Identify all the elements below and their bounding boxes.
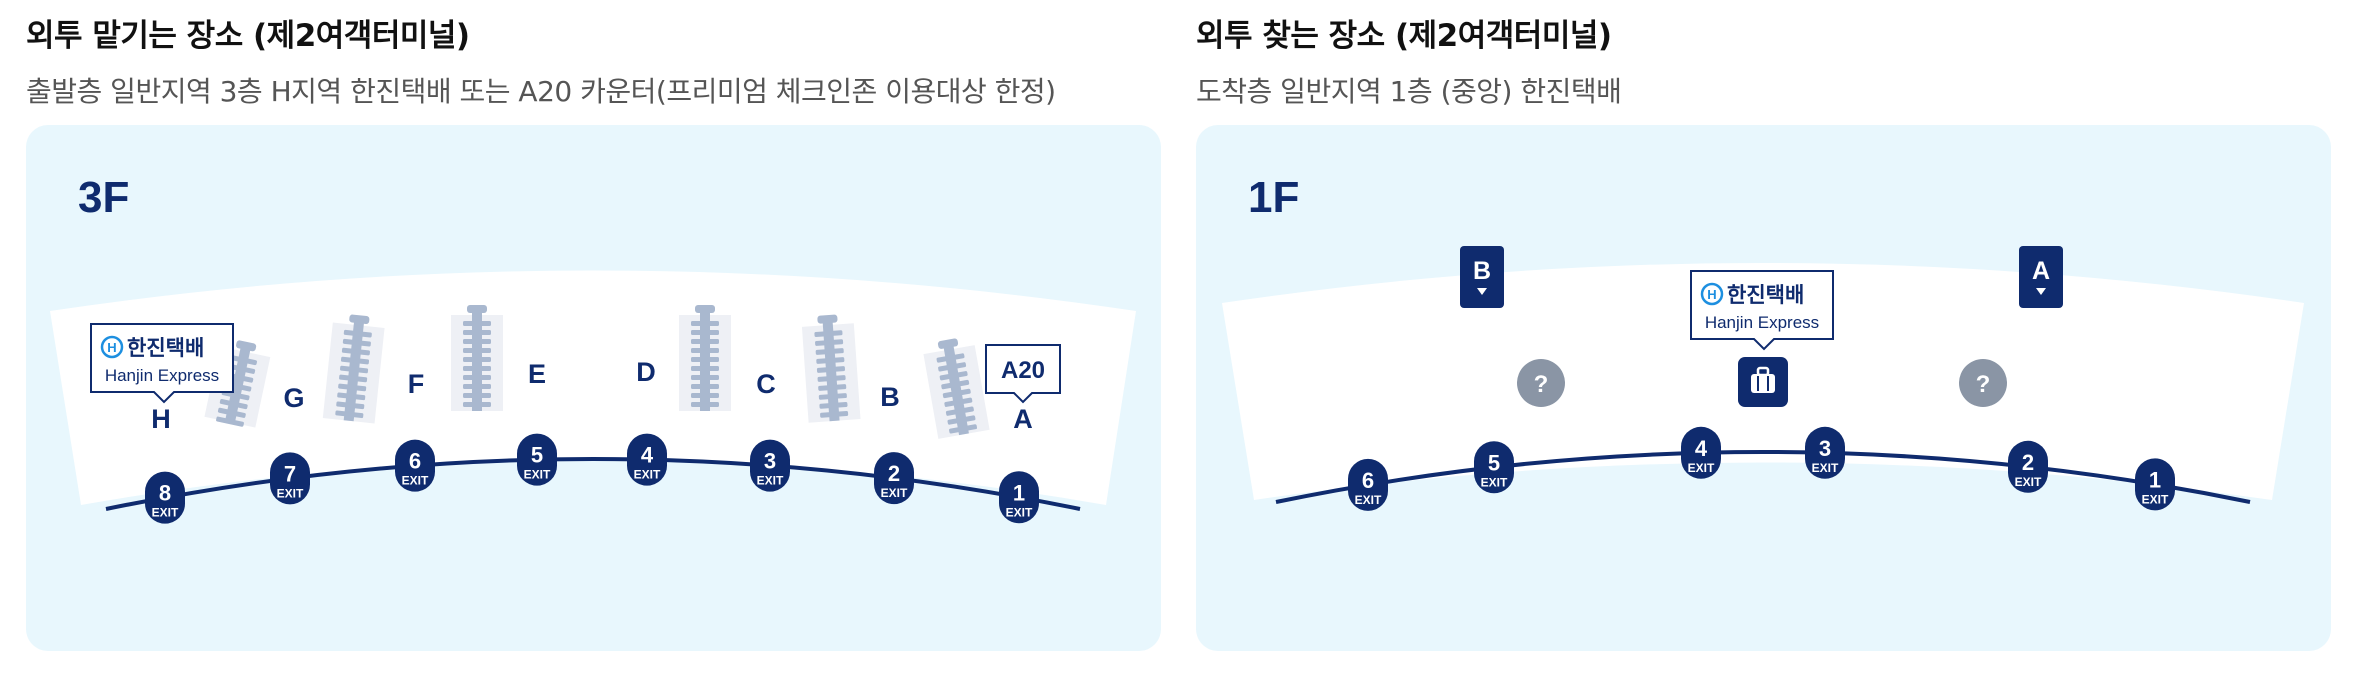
- exit-number: 2: [2022, 450, 2034, 475]
- svg-text:H: H: [1707, 287, 1716, 302]
- baggage-carousel: [322, 314, 385, 424]
- dropoff-section: 외투 맡기는 장소 (제2여객터미널) 출발층 일반지역 3층 H지역 한진택배…: [26, 0, 1161, 682]
- exit-label: EXIT: [524, 468, 551, 482]
- gate-marker[interactable]: B: [1460, 246, 1504, 308]
- luggage-service-marker[interactable]: [1738, 357, 1788, 407]
- baggage-carousel: [451, 305, 503, 411]
- zone-label: H: [151, 404, 171, 434]
- exit-label: EXIT: [881, 486, 908, 500]
- exit-label: EXIT: [634, 468, 661, 482]
- exit-label: EXIT: [757, 474, 784, 488]
- exit-number: 6: [409, 449, 421, 474]
- hanjin-logo-icon: H: [1700, 282, 1724, 306]
- hanjin-callout[interactable]: H 한진택배 Hanjin Express: [1690, 270, 1834, 351]
- floor-area: [50, 270, 1136, 505]
- exit-number: 3: [764, 449, 776, 474]
- zone-label: E: [528, 359, 546, 389]
- exit-label: EXIT: [1812, 461, 1839, 475]
- zone-label: B: [880, 382, 900, 412]
- hanjin-label-en: Hanjin Express: [105, 366, 219, 385]
- gate-label: A: [2032, 257, 2050, 285]
- zone-label: F: [408, 369, 425, 399]
- exit-label: EXIT: [2015, 475, 2042, 489]
- baggage-carousel: [679, 305, 731, 411]
- zone-label: C: [756, 369, 776, 399]
- gate-marker[interactable]: A: [2019, 246, 2063, 308]
- triangle-down-icon: [1477, 288, 1487, 295]
- a20-counter-label: A20: [1001, 357, 1045, 384]
- hanjin-callout[interactable]: H 한진택배 Hanjin Express: [90, 323, 234, 404]
- zone-label: A: [1013, 404, 1033, 434]
- exit-label: EXIT: [1006, 505, 1033, 519]
- exit-label: EXIT: [152, 506, 179, 520]
- carousel-group: [204, 305, 990, 439]
- exit-number: 6: [1362, 468, 1374, 493]
- exit-label: EXIT: [1355, 493, 1382, 507]
- terminal-curve: [1275, 450, 2251, 504]
- exit-number: 2: [888, 461, 900, 486]
- zone-label: D: [636, 357, 656, 387]
- exit-number: 5: [531, 443, 543, 468]
- svg-text:H: H: [107, 340, 116, 355]
- pickup-section: 외투 찾는 장소 (제2여객터미널) 도착층 일반지역 1층 (중앙) 한진택배…: [1196, 0, 2331, 682]
- question-icon: ?: [1534, 371, 1549, 398]
- baggage-carousel: [923, 338, 990, 439]
- exit-number: 1: [2149, 467, 2161, 492]
- pickup-title: 외투 찾는 장소 (제2여객터미널): [1196, 18, 1612, 54]
- exit-number: 3: [1819, 436, 1831, 461]
- baggage-carousel: [801, 314, 861, 423]
- floor-label: 3F: [78, 173, 129, 222]
- terminal-curve: [105, 457, 1081, 511]
- exit-number: 5: [1488, 450, 1500, 475]
- exit-label: EXIT: [2142, 492, 2169, 506]
- zone-label: G: [283, 383, 304, 413]
- zone-label-group: H G F E D C B A: [151, 357, 1033, 434]
- hanjin-label-ko: 한진택배: [1727, 283, 1804, 307]
- hanjin-label-en: Hanjin Express: [1705, 313, 1819, 332]
- exit-label: EXIT: [1481, 475, 1508, 489]
- a20-counter-callout[interactable]: A20: [985, 344, 1061, 404]
- question-icon: ?: [1976, 371, 1991, 398]
- exit-number: 1: [1013, 480, 1025, 505]
- exit-number: 8: [159, 481, 171, 506]
- info-question-icon[interactable]: ?: [1517, 359, 1565, 407]
- info-question-icon[interactable]: ?: [1959, 359, 2007, 407]
- exit-label: EXIT: [402, 474, 429, 488]
- dropoff-subtitle: 출발층 일반지역 3층 H지역 한진택배 또는 A20 카운터(프리미엄 체크인…: [26, 75, 1056, 108]
- dropoff-title: 외투 맡기는 장소 (제2여객터미널): [26, 18, 470, 54]
- luggage-icon: [1751, 366, 1775, 393]
- gate-label: B: [1473, 257, 1491, 285]
- triangle-down-icon: [2036, 288, 2046, 295]
- hanjin-logo-icon: H: [100, 335, 124, 359]
- exit-label: EXIT: [1688, 461, 1715, 475]
- exit-label: EXIT: [277, 486, 304, 500]
- exit-number: 4: [641, 443, 654, 468]
- exit-number: 4: [1695, 436, 1708, 461]
- hanjin-label-ko: 한진택배: [127, 336, 204, 360]
- pickup-subtitle: 도착층 일반지역 1층 (중앙) 한진택배: [1196, 75, 1622, 108]
- exit-number: 7: [284, 461, 296, 486]
- floor-label: 1F: [1248, 173, 1299, 222]
